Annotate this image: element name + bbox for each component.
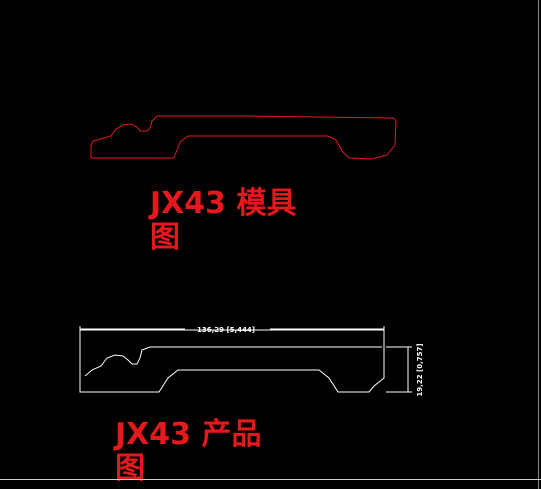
width-dimension: 136,29 [5,444] bbox=[79, 326, 385, 334]
height-dimension: 19,22 [0,757] bbox=[386, 343, 424, 397]
width-dimension-text: 136,29 [5,444] bbox=[197, 326, 255, 334]
mold-drawing-label: JX43 模具图 bbox=[150, 186, 297, 255]
product-top-groove bbox=[84, 346, 382, 377]
product-profile-outline bbox=[79, 329, 385, 393]
product-drawing-label: JX43 产品图 bbox=[115, 417, 262, 486]
viewport-bottom-edge bbox=[0, 479, 541, 480]
mold-profile-outline bbox=[90, 115, 397, 160]
viewport-right-edge bbox=[538, 0, 539, 489]
height-dimension-text: 19,22 [0,757] bbox=[416, 343, 424, 396]
